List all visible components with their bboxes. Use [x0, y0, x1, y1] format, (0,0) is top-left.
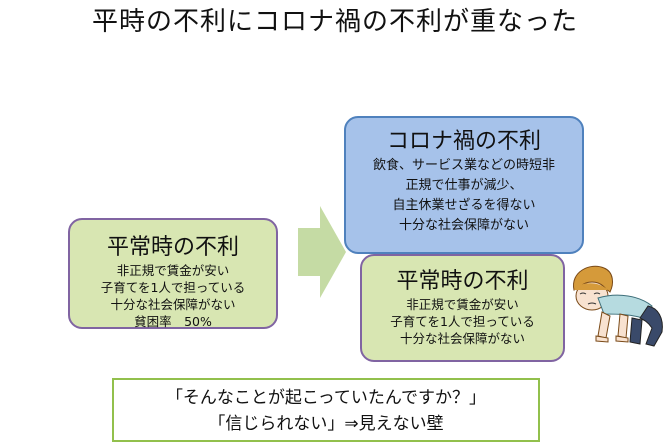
box-line: 十分な社会保障がない — [346, 216, 582, 236]
quote-line: 「そんなことが起こっていたんですか？」 — [114, 385, 538, 411]
crawling-woman-illustration — [568, 262, 668, 352]
normal-disadvantage-box-stacked: 平常時の不利 非正規で賃金が安い 子育てを1人で担っている 十分な社会保障がない — [360, 254, 565, 362]
quote-line: 「信じられない」⇒見えない壁 — [114, 411, 538, 437]
covid-disadvantage-box: コロナ禍の不利 飲食、サービス業などの時短非 正規で仕事が減少、 自主休業せざる… — [344, 116, 584, 254]
box-line: 子育てを1人で担っている — [70, 279, 276, 296]
box-line: 飲食、サービス業などの時短非 — [346, 156, 582, 176]
right-arrow-icon — [298, 206, 346, 298]
box-line: 十分な社会保障がない — [70, 296, 276, 313]
box-line: 非正規で賃金が安い — [70, 262, 276, 279]
box-line: 非正規で賃金が安い — [362, 296, 563, 313]
normal-disadvantage-box: 平常時の不利 非正規で賃金が安い 子育てを1人で担っている 十分な社会保障がない… — [68, 218, 278, 329]
box-line: 十分な社会保障がない — [362, 330, 563, 347]
box-line: 貧困率 50% — [70, 313, 276, 330]
page-title: 平時の不利にコロナ禍の不利が重なった — [0, 4, 670, 40]
quote-box: 「そんなことが起こっていたんですか？」 「信じられない」⇒見えない壁 — [112, 378, 540, 442]
box-heading: 平常時の不利 — [362, 268, 563, 296]
box-heading: 平常時の不利 — [70, 234, 276, 262]
box-heading: コロナ禍の不利 — [346, 128, 582, 156]
box-line: 正規で仕事が減少、 — [346, 176, 582, 196]
box-line: 子育てを1人で担っている — [362, 313, 563, 330]
box-line: 自主休業せざるを得ない — [346, 196, 582, 216]
